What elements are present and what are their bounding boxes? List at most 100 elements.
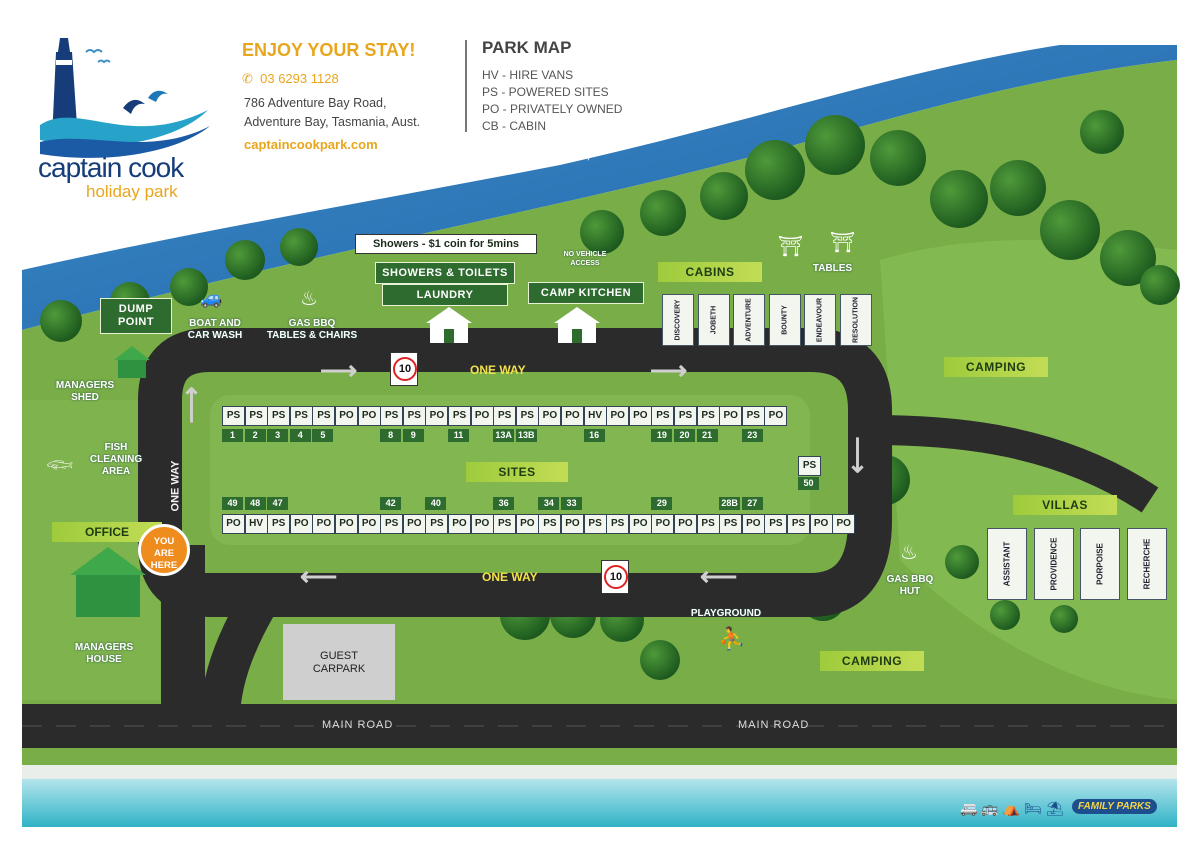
gas-bbq-label: GAS BBQ TABLES & CHAIRS — [266, 318, 358, 341]
site-number: 47 — [267, 497, 289, 510]
cabin-discovery[interactable]: DISCOVERY — [662, 294, 694, 346]
site-box[interactable]: PO — [425, 406, 449, 426]
site-box[interactable]: PO — [538, 406, 562, 426]
phone-row: ✆ 03 6293 1128 — [242, 71, 339, 87]
site-number: 5 — [312, 429, 334, 442]
site-box[interactable]: PO — [335, 514, 358, 534]
site-box[interactable]: PS — [380, 406, 404, 426]
site-box[interactable]: PS — [583, 514, 607, 534]
site-box[interactable]: PS — [719, 514, 743, 534]
site-box[interactable]: PO — [357, 514, 381, 534]
tree — [870, 130, 926, 186]
playground-label: PLAYGROUND — [690, 608, 762, 619]
villa-recherche[interactable]: RECHERCHE — [1126, 528, 1167, 600]
phone-number[interactable]: 03 6293 1128 — [260, 71, 339, 86]
dump-point-label: DUMP POINT — [100, 298, 172, 334]
villa-porpoise[interactable]: PORPOISE — [1080, 528, 1120, 600]
camping-label: CAMPING — [944, 357, 1048, 377]
tree — [930, 170, 988, 228]
site-box[interactable]: PS — [267, 406, 291, 426]
site-box[interactable]: PS — [493, 514, 517, 534]
site-box[interactable]: PO — [561, 406, 584, 426]
site-box[interactable]: PO — [628, 406, 652, 426]
site-box[interactable]: PO — [448, 514, 471, 534]
site-box[interactable]: PS — [515, 406, 539, 426]
site-box[interactable]: PS — [402, 406, 426, 426]
you-are-here-marker: YOU ARE HERE — [138, 524, 190, 576]
villa-name: RECHERCHE — [1142, 538, 1151, 590]
legend-item: PO - PRIVATELY OWNED — [482, 102, 623, 116]
site-box[interactable]: PO — [832, 514, 856, 534]
site-box[interactable]: PS — [741, 406, 765, 426]
site-box[interactable]: PS — [448, 406, 471, 426]
tree — [580, 210, 624, 254]
site-box[interactable]: PO — [335, 406, 358, 426]
site-box[interactable]: PO — [606, 406, 630, 426]
one-way-label: ONE WAY — [470, 363, 526, 377]
site-box[interactable]: PS — [651, 406, 675, 426]
site-box[interactable]: PO — [764, 406, 788, 426]
site-box[interactable]: PS — [787, 514, 810, 534]
site-number: 13B — [515, 429, 537, 442]
site-box[interactable]: PO — [651, 514, 675, 534]
site-box[interactable]: PS — [380, 514, 404, 534]
fish-cleaning-label: FISH CLEANING AREA — [89, 442, 143, 477]
site-box[interactable]: PS — [696, 406, 720, 426]
site-box[interactable]: PS — [267, 514, 291, 534]
site-box[interactable]: PO — [515, 514, 539, 534]
site-box[interactable]: PO — [222, 514, 245, 534]
site-number: 42 — [380, 497, 402, 510]
site-box[interactable]: PO — [674, 514, 697, 534]
site-box[interactable]: PS — [538, 514, 562, 534]
arrow-right-icon: ⟶ — [650, 355, 688, 385]
site-box[interactable]: PO — [741, 514, 765, 534]
site-box[interactable]: PS — [222, 406, 245, 426]
site-box[interactable]: HV — [583, 406, 607, 426]
site-number: 29 — [651, 497, 673, 510]
site-box[interactable]: PO — [470, 406, 494, 426]
site-box[interactable]: PO — [719, 406, 743, 426]
site-number: 1 — [222, 429, 243, 442]
site-number: 20 — [674, 429, 695, 442]
legend-item: HV - HIRE VANS — [482, 68, 574, 82]
map-title: PARK MAP — [482, 38, 572, 57]
bbq-icon: ♨ — [900, 542, 918, 564]
legend-item: CB - CABIN — [482, 119, 547, 133]
site-box[interactable]: PS — [425, 514, 449, 534]
cabin-endeavour[interactable]: ENDEAVOUR — [804, 294, 836, 346]
site-box[interactable]: PO — [628, 514, 652, 534]
site-box[interactable]: PS — [696, 514, 720, 534]
site-box[interactable]: HV — [244, 514, 268, 534]
villa-assistant[interactable]: ASSISTANT — [987, 528, 1027, 600]
villa-name: PROVIDENCE — [1049, 537, 1058, 591]
tree — [225, 240, 265, 280]
site-box[interactable]: PS — [764, 514, 788, 534]
site-number: 3 — [267, 429, 289, 442]
site-box[interactable]: PO — [289, 514, 313, 534]
site-box[interactable]: PS — [493, 406, 517, 426]
site-box[interactable]: PO — [402, 514, 426, 534]
site-number: 33 — [561, 497, 582, 510]
cabin-jobeth[interactable]: JOBETH — [697, 294, 730, 346]
cabin-adventure[interactable]: ADVENTURE — [733, 294, 765, 346]
site-number: 13A — [493, 429, 515, 442]
site-50[interactable]: PS — [798, 456, 821, 476]
site-box[interactable]: PO — [561, 514, 584, 534]
site-box[interactable]: PS — [606, 514, 630, 534]
villa-providence[interactable]: PROVIDENCE — [1033, 528, 1074, 600]
site-box[interactable]: PO — [809, 514, 833, 534]
cabin-bounty[interactable]: BOUNTY — [768, 294, 801, 346]
website-link[interactable]: captaincookpark.com — [244, 137, 378, 152]
cabin-resolution[interactable]: RESOLUTION — [839, 294, 872, 346]
cabin-name: ENDEAVOUR — [816, 297, 824, 343]
tree — [280, 228, 318, 266]
site-box[interactable]: PS — [289, 406, 313, 426]
site-box[interactable]: PS — [674, 406, 697, 426]
site-box[interactable]: PS — [244, 406, 268, 426]
site-number: 16 — [583, 429, 605, 442]
site-box[interactable]: PO — [470, 514, 494, 534]
site-box[interactable]: PO — [357, 406, 381, 426]
site-box[interactable]: PS — [312, 406, 336, 426]
site-box[interactable]: PO — [312, 514, 336, 534]
